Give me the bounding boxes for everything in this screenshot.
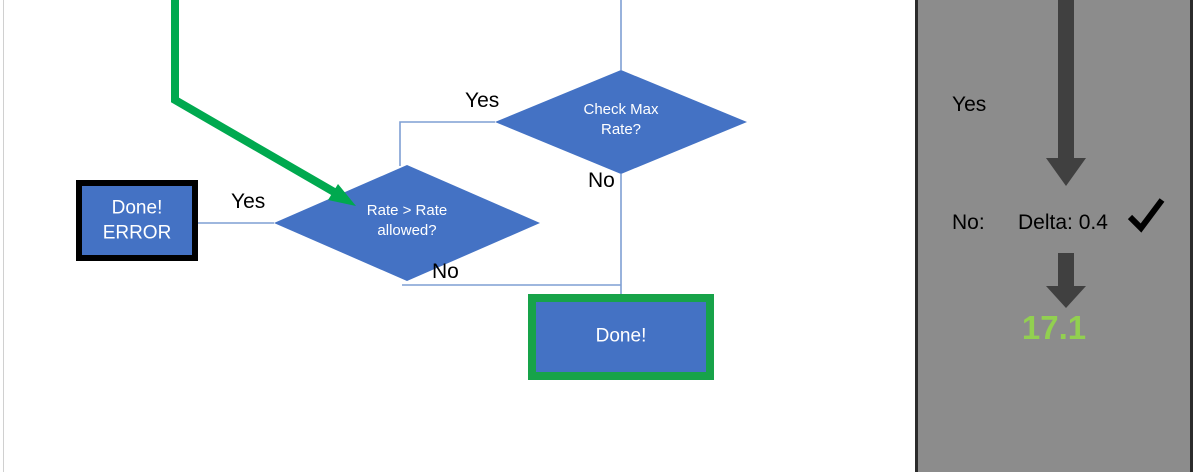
node-done-error[interactable]: Done! ERROR: [76, 180, 198, 261]
node-done-label: Done!: [595, 325, 647, 347]
panel-graphics: [1046, 0, 1086, 308]
panel-no-label: No:: [952, 211, 985, 234]
edge-label-rate-allowed-no: No: [432, 260, 459, 283]
down-arrow-bottom-icon: [1046, 253, 1086, 308]
panel-yes-label: Yes: [952, 93, 987, 116]
edge-label-check-max-rate-no: No: [588, 169, 615, 192]
node-done[interactable]: Done!: [528, 294, 714, 380]
edge-label-rate-allowed-yes: Yes: [231, 190, 266, 213]
panel-result-value: 17.1: [1021, 309, 1087, 346]
node-check-max-rate: [495, 70, 747, 174]
check-mark-icon: [1127, 198, 1165, 233]
right-gray-panel: Yes No: Delta: 0.4 17.1: [915, 0, 1193, 472]
edge-label-check-max-rate-yes: Yes: [465, 89, 500, 112]
node-done-error-label: Done! ERROR: [102, 196, 172, 244]
slide-left-edge-line: [3, 0, 4, 472]
green-highlight-arrow: [171, 0, 356, 206]
panel-delta-value: Delta: 0.4: [1018, 211, 1108, 234]
connector-check-max-rate-yes: [399, 121, 495, 166]
down-arrow-top-icon: [1046, 0, 1086, 186]
